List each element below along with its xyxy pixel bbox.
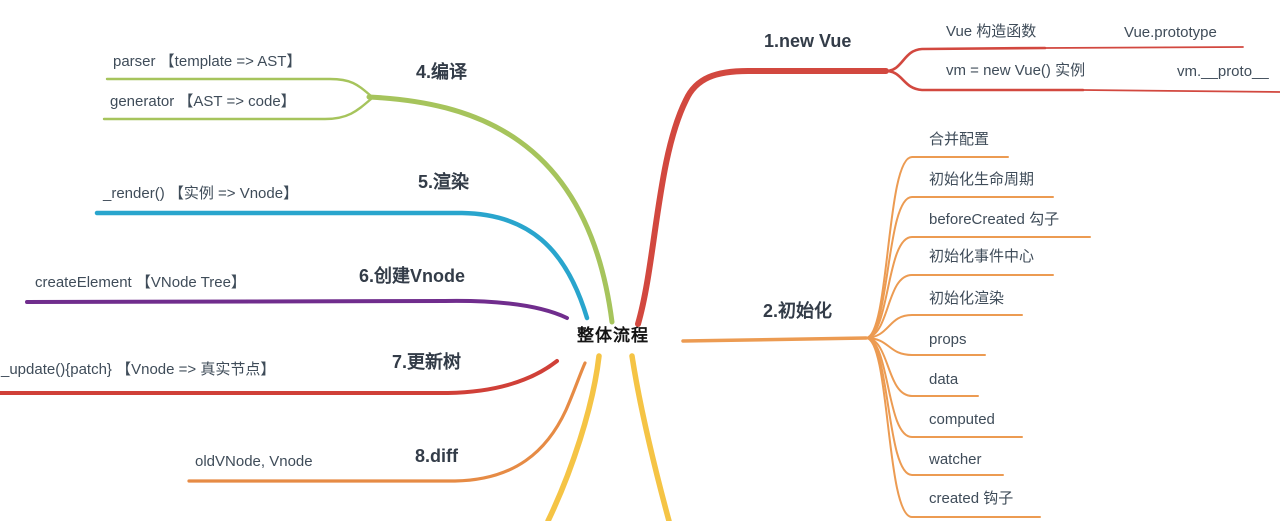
node-parser[interactable]: parser 【template => AST】 bbox=[113, 53, 302, 70]
node-update-patch[interactable]: _update(){patch} 【Vnode => 真实节点】 bbox=[1, 361, 276, 378]
branch-line-parser bbox=[105, 77, 373, 98]
node-vue-prototype[interactable]: Vue.prototype bbox=[1124, 24, 1217, 41]
node-new-vue[interactable]: 1.new Vue bbox=[764, 31, 852, 51]
branch-line-init-child-1 bbox=[865, 196, 1054, 339]
node-init-watcher[interactable]: watcher bbox=[929, 451, 982, 468]
node-create-element[interactable]: createElement 【VNode Tree】 bbox=[35, 274, 246, 291]
node-render-fn[interactable]: _render() 【实例 => Vnode】 bbox=[103, 185, 299, 202]
branch-line-diff bbox=[187, 361, 587, 483]
branch-line-yellow-right bbox=[629, 353, 672, 521]
branch-line-update-tree bbox=[0, 359, 559, 395]
branch-line-init-child-3 bbox=[865, 274, 1054, 339]
branch-line-render bbox=[94, 210, 590, 321]
branch-line-new-vue-trunk bbox=[635, 68, 889, 327]
branch-line-create-vnode bbox=[25, 298, 569, 320]
node-init-render[interactable]: 初始化渲染 bbox=[929, 290, 1005, 307]
branch-line-vm-proto bbox=[1082, 89, 1280, 93]
branch-line-generator bbox=[102, 97, 373, 121]
node-init-event-center[interactable]: 初始化事件中心 bbox=[929, 248, 1035, 265]
node-diff[interactable]: 8.diff bbox=[415, 446, 458, 466]
node-init-data[interactable]: data bbox=[929, 371, 959, 388]
node-vm-instance[interactable]: vm = new Vue() 实例 bbox=[946, 62, 1086, 79]
node-compile[interactable]: 4.编译 bbox=[416, 62, 468, 82]
branch-line-yellow-left bbox=[545, 353, 602, 521]
node-vm-proto[interactable]: vm.__proto__ bbox=[1177, 63, 1269, 80]
branch-line-compile-trunk bbox=[366, 94, 615, 325]
branch-line-init-child-4 bbox=[865, 314, 1023, 339]
branch-line-init-child-9 bbox=[865, 337, 1041, 518]
node-generator[interactable]: generator 【AST => code】 bbox=[110, 93, 296, 110]
node-create-vnode[interactable]: 6.创建Vnode bbox=[359, 266, 466, 286]
node-init-lifecycle[interactable]: 初始化生命周期 bbox=[929, 171, 1035, 188]
branch-line-vue-prototype bbox=[1044, 46, 1244, 49]
branch-line-init-child-5 bbox=[865, 337, 986, 356]
node-vue-constructor[interactable]: Vue 构造函数 bbox=[946, 23, 1037, 40]
node-init-beforecreated-hook[interactable]: beforeCreated 勾子 bbox=[929, 211, 1060, 228]
node-init-created-hook[interactable]: created 钩子 bbox=[929, 490, 1014, 507]
node-central[interactable]: 整体流程 bbox=[577, 326, 649, 345]
node-init-merge-config[interactable]: 合并配置 bbox=[929, 131, 990, 148]
node-render[interactable]: 5.渲染 bbox=[418, 172, 470, 192]
node-old-vnode[interactable]: oldVNode, Vnode bbox=[195, 453, 313, 470]
node-update-tree[interactable]: 7.更新树 bbox=[392, 352, 462, 372]
branch-line-vm-instance bbox=[884, 69, 1085, 92]
node-init[interactable]: 2.初始化 bbox=[763, 301, 833, 321]
node-init-props[interactable]: props bbox=[929, 331, 967, 348]
branch-line-init-child-2 bbox=[865, 236, 1091, 339]
node-init-computed[interactable]: computed bbox=[929, 411, 995, 428]
branch-line-init-trunk bbox=[681, 336, 868, 343]
